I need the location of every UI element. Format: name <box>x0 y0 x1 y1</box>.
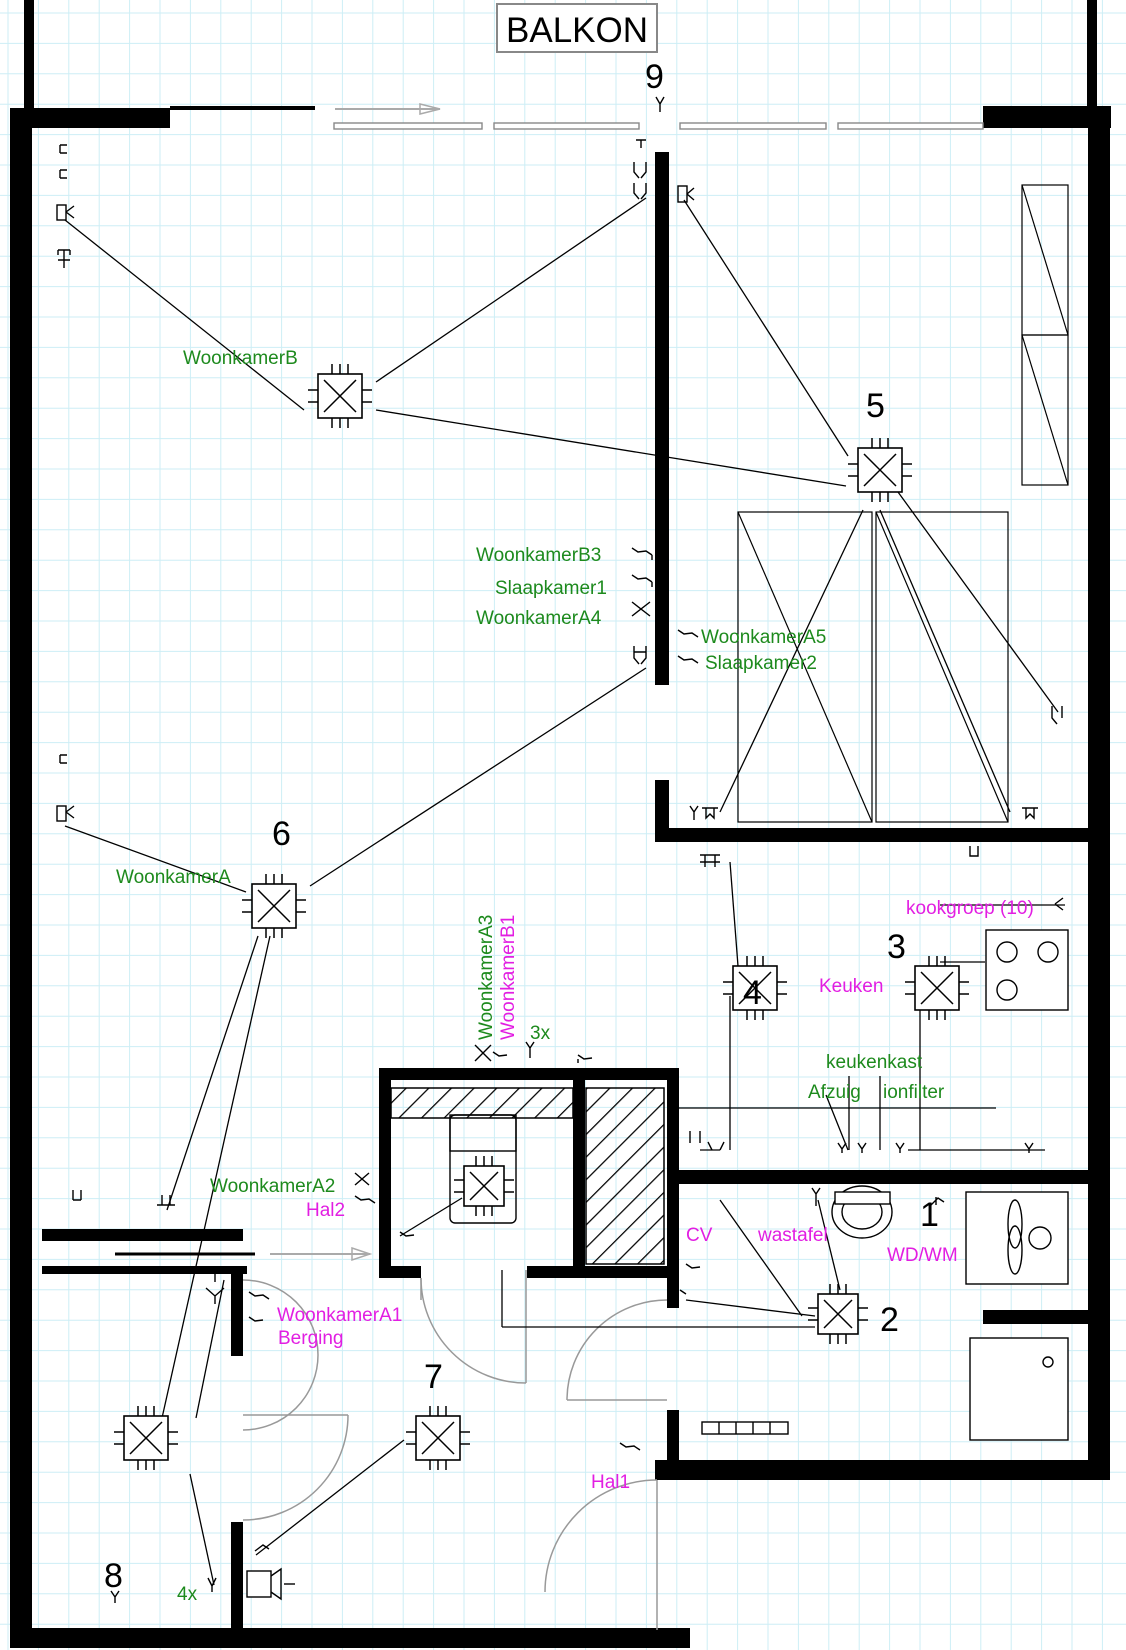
label-woonkamera1: WoonkamerA1 <box>277 1305 402 1326</box>
balcony: BALKON <box>24 0 1097 108</box>
wardrobes <box>737 184 1069 823</box>
circuit-number: 6 <box>272 815 291 853</box>
junction-box <box>905 956 969 1020</box>
hatched-shafts <box>390 1087 665 1265</box>
junction-box <box>406 1406 470 1470</box>
label-afzuig: Afzuig <box>808 1082 861 1103</box>
interior-walls <box>42 152 1110 1642</box>
balcony-sliding-door <box>333 103 984 130</box>
circuit-number: 9 <box>645 58 664 96</box>
label-woonkamerb1: WoonkamerB1 <box>498 915 519 1040</box>
circuit-number: 4 <box>743 974 762 1012</box>
label-cv: CV <box>686 1225 713 1246</box>
label-woonkamera5: WoonkamerA5 <box>701 627 826 648</box>
wiring <box>64 197 1065 1586</box>
circuit-numbers: 1 2 3 4 5 6 7 8 9 <box>104 58 939 1595</box>
label-keuken: Keuken <box>819 976 883 997</box>
exterior-walls <box>10 106 1111 1648</box>
junction-box <box>454 1156 514 1216</box>
label-hal1: Hal1 <box>591 1472 630 1493</box>
label-ionfilter: ionfilter <box>883 1082 945 1103</box>
label-hal2: Hal2 <box>306 1200 345 1221</box>
label-count-3x: 3x <box>530 1023 551 1044</box>
junction-box <box>808 1284 868 1344</box>
circuit-number: 5 <box>866 387 885 425</box>
label-woonkamera2: WoonkamerA2 <box>210 1176 335 1197</box>
label-woonkamera3: WoonkamerA3 <box>476 915 497 1040</box>
balcony-title: BALKON <box>506 11 648 50</box>
label-wastafel: wastafel <box>757 1225 828 1246</box>
label-woonkamera: WoonkamerA <box>116 867 231 888</box>
door-swings <box>242 1270 668 1630</box>
circuit-labels: WoonkamerB WoonkamerB3 Slaapkamer1 Woonk… <box>116 348 1034 1605</box>
label-count-4x: 4x <box>177 1584 198 1605</box>
junction-box <box>308 364 372 428</box>
circuit-number: 1 <box>920 1196 939 1234</box>
label-woonkamera4: WoonkamerA4 <box>476 608 602 629</box>
label-kookgroep: kookgroep (10) <box>906 898 1034 919</box>
circuit-number: 2 <box>880 1301 899 1339</box>
label-keukenkast: keukenkast <box>826 1052 923 1073</box>
label-slaapkamer2: Slaapkamer2 <box>705 653 817 674</box>
label-woonkamerb3: WoonkamerB3 <box>476 545 601 566</box>
label-woonkamerb: WoonkamerB <box>183 348 298 369</box>
label-wd-wm: WD/WM <box>887 1245 958 1266</box>
circuit-number: 3 <box>887 928 906 966</box>
label-slaapkamer1: Slaapkamer1 <box>495 578 607 599</box>
circuit-number: 8 <box>104 1557 123 1595</box>
outlets-and-switches <box>56 96 1064 1603</box>
junction-box <box>242 874 306 938</box>
junction-box <box>723 956 787 1020</box>
label-berging: Berging <box>278 1328 344 1349</box>
junction-box <box>848 438 912 502</box>
appliances <box>246 929 1069 1601</box>
junction-box <box>114 1406 178 1470</box>
junction-boxes <box>114 364 969 1470</box>
circuit-number: 7 <box>424 1358 443 1396</box>
